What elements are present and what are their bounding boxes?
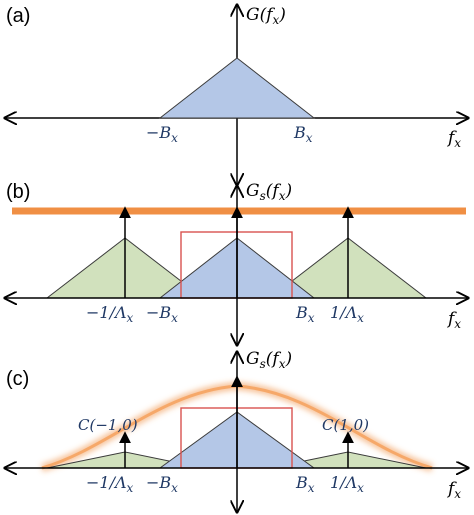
tick-pos-lambda-b: 1/Λx (330, 303, 364, 325)
ylabel-a: G(fx) (246, 5, 286, 27)
tick-pos-b-a: Bx (293, 123, 313, 145)
tick-neg-b-c: −Bx (146, 473, 178, 495)
panel-label-b: (b) (6, 181, 30, 203)
tick-neg-lambda-b: −1/Λx (86, 303, 134, 325)
tick-pos-b-c: Bx (295, 473, 315, 495)
panel-a: (a) G(fx) fx −Bx Bx (5, 5, 468, 185)
tick-neg-lambda-c: −1/Λx (86, 473, 134, 495)
annotation-c-minus1: C(−1,0) (78, 416, 138, 434)
xlabel-c: fx (446, 479, 461, 501)
xlabel-b: fx (446, 309, 461, 331)
panel-label-c: (c) (6, 368, 29, 390)
tick-pos-lambda-c: 1/Λx (330, 473, 364, 495)
panel-label-a: (a) (6, 5, 30, 27)
panel-c: (c) Gs(fx) fx C(−1,0) C(1,0) −1/Λx −Bx B… (5, 349, 468, 512)
ylabel-b: Gs(fx) (246, 181, 292, 203)
tick-neg-b-b: −Bx (146, 303, 178, 325)
spectrum-triangle-a (158, 57, 316, 119)
panel-b: (b) Gs(fx) fx −1/Λx −Bx Bx 1/Λx (5, 181, 468, 345)
annotation-c-plus1: C(1,0) (322, 416, 369, 434)
ylabel-c: Gs(fx) (246, 349, 292, 371)
tick-pos-b-b: Bx (295, 303, 315, 325)
tick-neg-b-a: −Bx (146, 123, 178, 145)
xlabel-a: fx (446, 128, 461, 150)
